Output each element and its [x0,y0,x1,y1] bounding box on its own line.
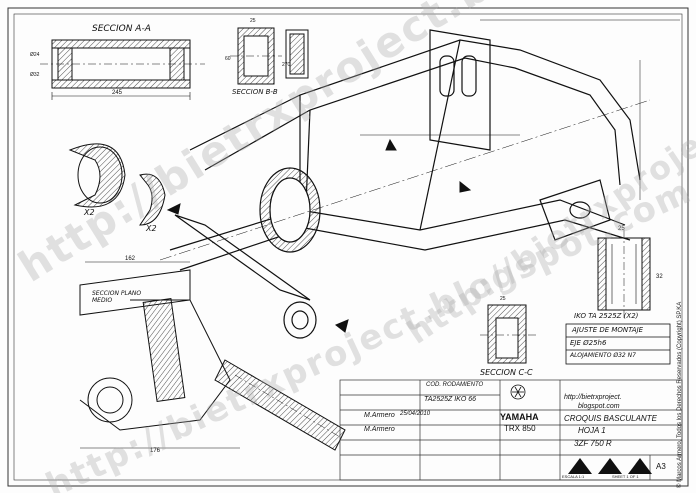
blog-url-line2: blogspot.com [578,403,620,410]
sheet-size: A3 [656,462,666,471]
drawing-title-1: CROQUIS BASCULANTE [564,414,657,423]
section-cc-view: 25 [480,296,536,364]
fit-table-row1: EJE Ø25h6 [570,339,607,347]
svg-text:60: 60 [225,56,231,62]
svg-text:25: 25 [250,18,256,24]
section-bb-view: 25 60 [225,18,282,85]
bearing-detail-view: 25 32 [597,226,663,318]
checked-by-name: M.Armero [364,426,395,433]
small-clip-view: 270 [282,29,309,79]
fit-table-row2: ALOJAMIENTO Ø32 N7 [570,352,636,359]
svg-text:245: 245 [112,90,123,96]
label-section-cc: SECCION C-C [480,368,533,377]
svg-text:162: 162 [125,256,136,262]
label-section-plane: SECCION PLANO MEDIO [92,290,142,304]
swingarm-isometric [169,19,680,339]
label-x2-right: X2 [146,224,157,233]
svg-text:Ø24: Ø24 [30,52,40,58]
brand-name: YAMAHA [500,412,539,422]
svg-text:Ø32: Ø32 [30,72,40,78]
drawing-title-2: HOJA 1 [578,426,606,435]
svg-text:25: 25 [500,296,506,302]
drawn-date: 25/04/2010 [400,411,431,417]
bushing-left-piece [68,143,126,208]
svg-text:176: 176 [150,448,161,454]
sheet-number: SHEET 1 OF 1 [612,474,639,479]
label-section-bb: SECCION B-B [232,88,278,96]
drawing-title-3: 3ZF 750 R [574,439,612,448]
label-x2-left: X2 [84,208,95,217]
sheet-border [7,7,689,487]
section-plane-view: 176 162 [79,256,240,454]
model-name: TRX 850 [504,424,536,433]
label-bearing: IKO TA 2525Z (X2) [574,312,639,320]
svg-text:270: 270 [282,62,291,68]
fit-table [565,323,671,365]
label-section-aa: SECCION A-A [92,24,151,34]
code-label: COD. RODAMIENTO [426,382,484,388]
blog-url-line1: http://bietrxproject. [564,394,622,401]
copyright-credit: © Marcos Armero, Todos los Derechos Rese… [677,301,683,488]
section-aa-view: 245 Ø24 Ø32 [30,39,205,100]
designer-logo [568,458,652,474]
lower-tube-section [214,359,346,451]
svg-text:32: 32 [656,274,663,280]
yamaha-logo [510,384,526,400]
title-block-frame [339,379,683,481]
code-value: TA2525Z IKO 66 [424,396,477,403]
bushing-right-piece [139,173,166,226]
scale-label: ESCALA 1:1 [562,474,585,479]
svg-text:25: 25 [618,226,625,232]
section-arrows [166,138,472,333]
drawn-by-name: M.Armero [364,412,395,419]
fit-table-heading: AJUSTE DE MONTAJE [572,326,644,334]
centre-line [159,99,651,261]
